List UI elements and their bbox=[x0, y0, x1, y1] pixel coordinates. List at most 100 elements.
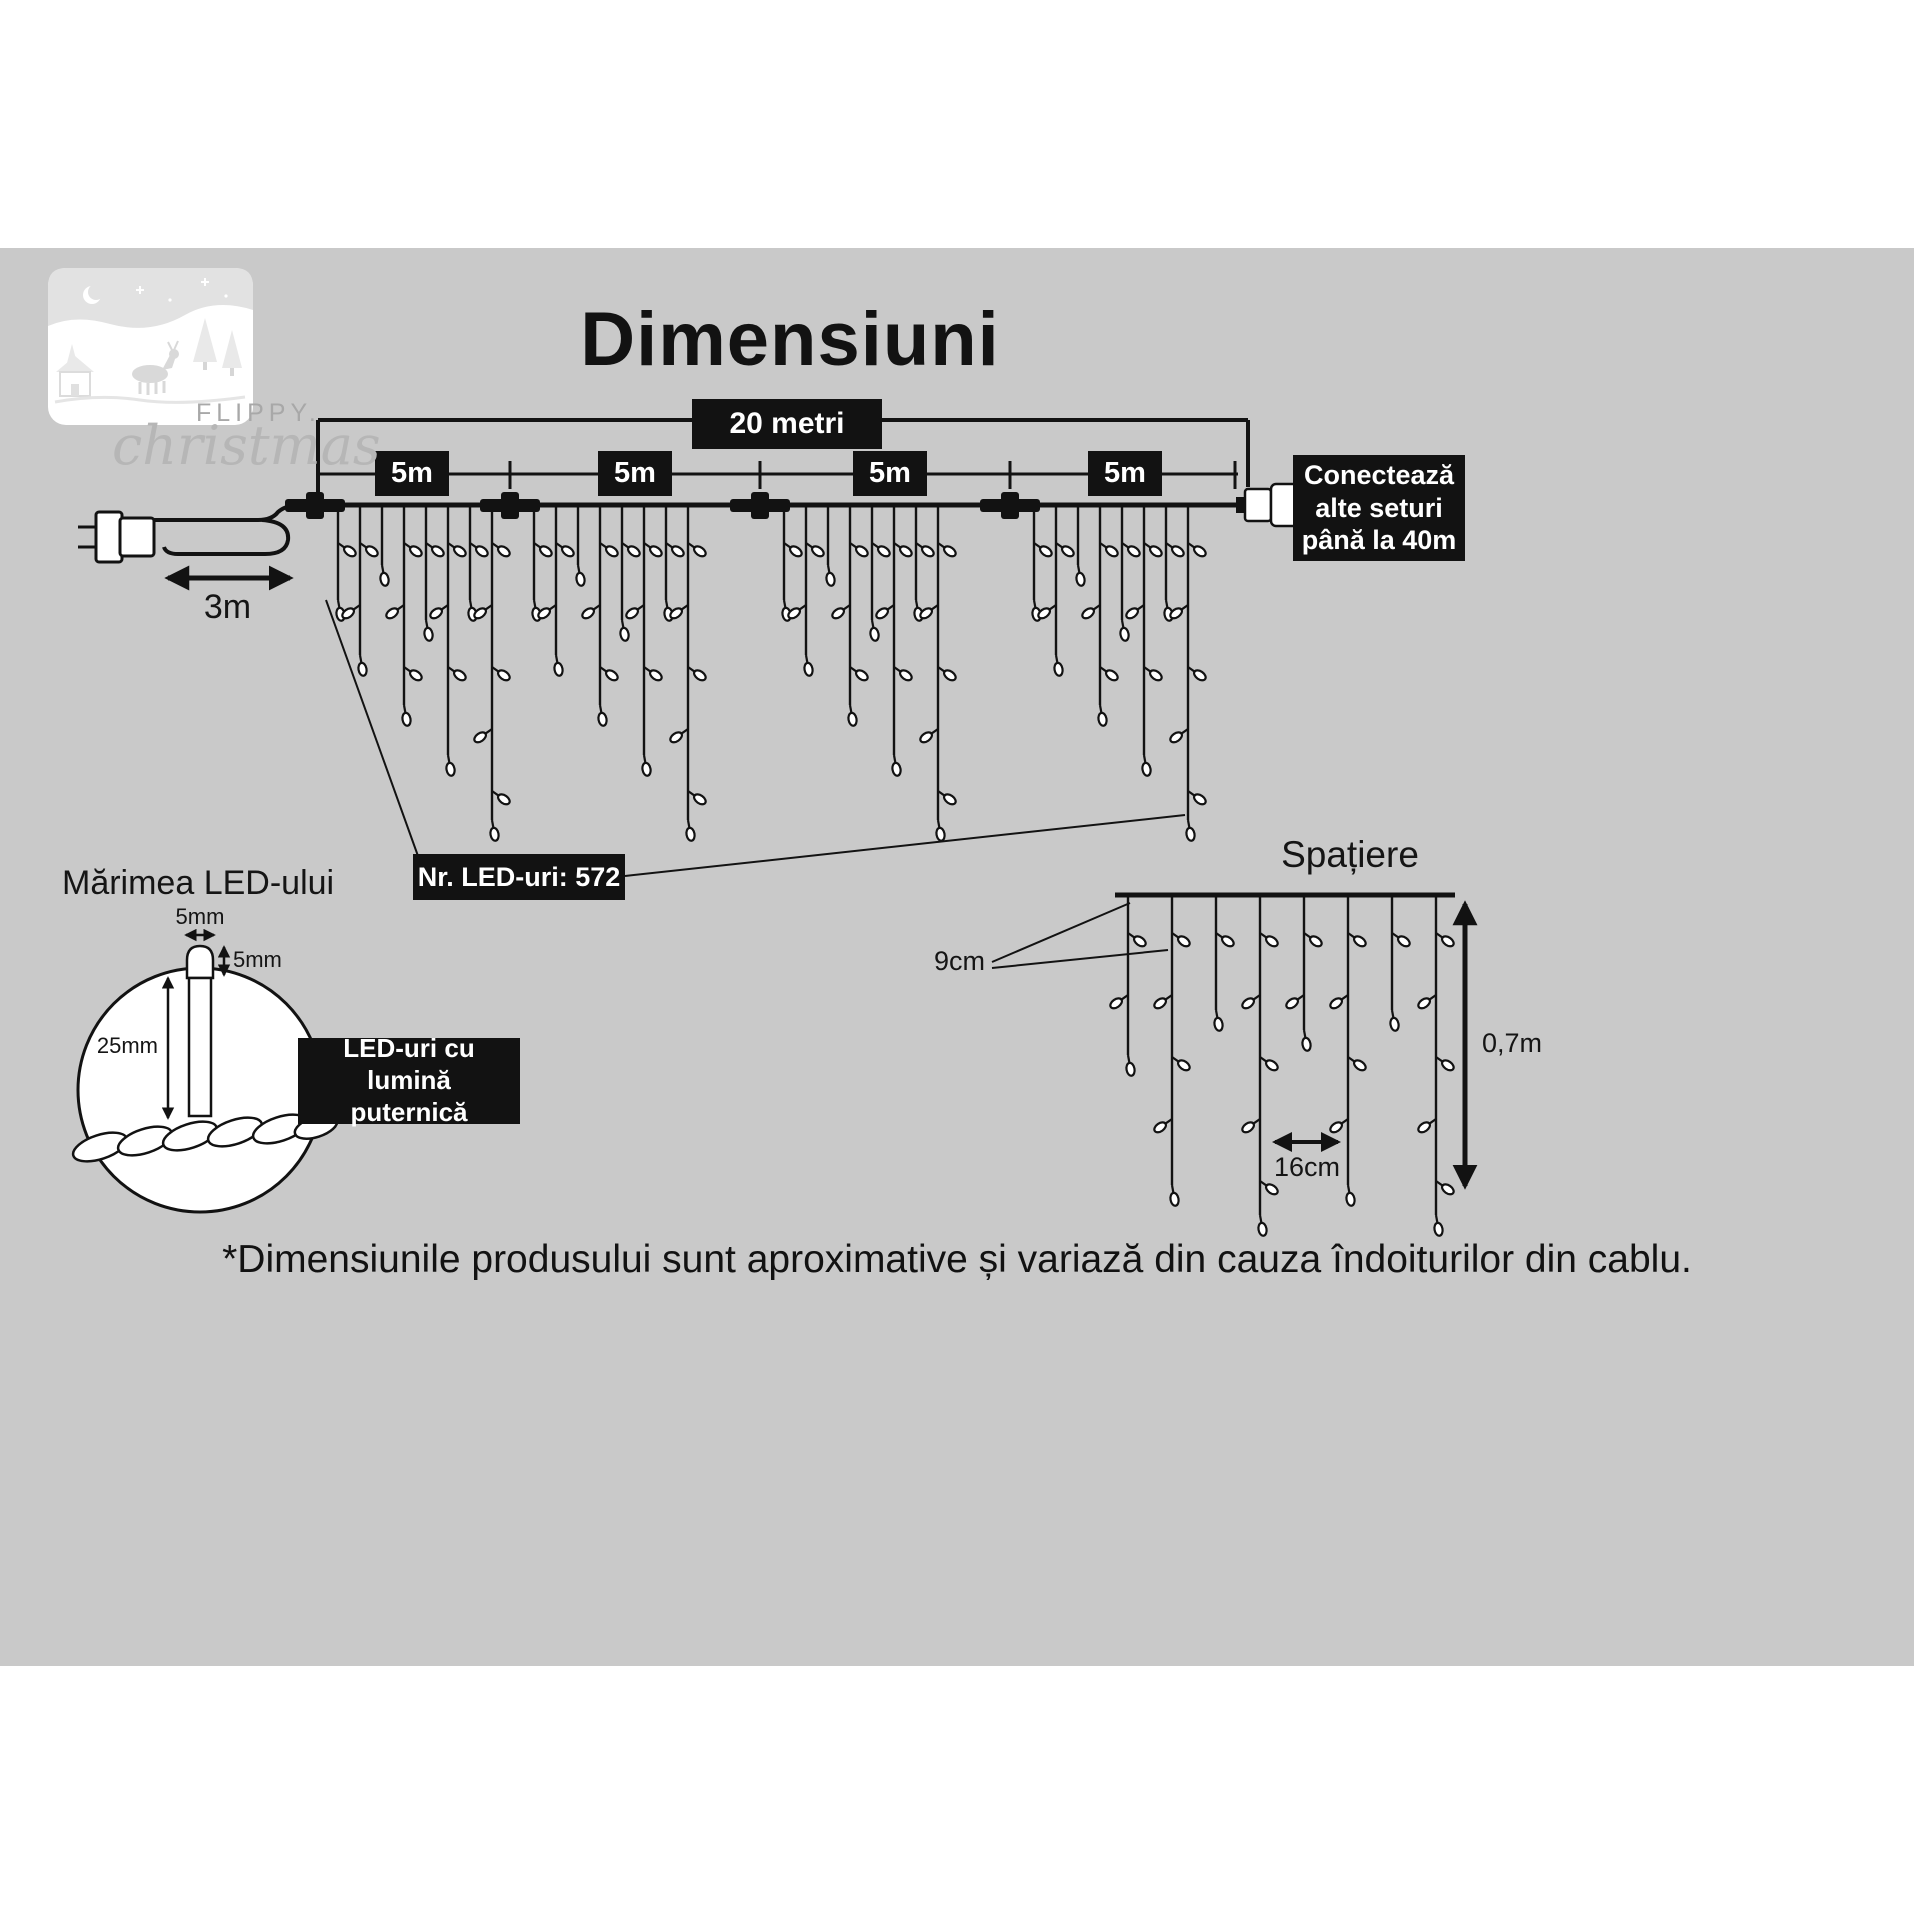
led-bulb bbox=[692, 793, 707, 806]
led-bulb bbox=[854, 669, 869, 682]
led-bulb bbox=[496, 669, 511, 682]
led-bulb bbox=[935, 826, 946, 842]
led-bulb bbox=[898, 545, 913, 558]
led-bulb bbox=[452, 669, 467, 682]
led-bulb bbox=[538, 545, 553, 558]
led-bulb bbox=[1169, 607, 1184, 620]
led-bulb bbox=[1153, 997, 1168, 1010]
led-bulb bbox=[1119, 626, 1130, 642]
led-bulb bbox=[641, 761, 652, 777]
led-bulb bbox=[1241, 997, 1256, 1010]
led-bulb bbox=[1308, 935, 1323, 948]
deer-legs bbox=[138, 381, 166, 395]
led-bulb-cap bbox=[185, 944, 215, 980]
segment-measure-line bbox=[318, 461, 1238, 489]
led-bulb bbox=[1192, 793, 1207, 806]
led-bulb bbox=[364, 545, 379, 558]
led-count-pointer-right bbox=[624, 814, 1186, 877]
led-bulb bbox=[942, 545, 957, 558]
tree-icon bbox=[222, 330, 242, 368]
led-bulb bbox=[473, 607, 488, 620]
led-bulb bbox=[357, 661, 368, 677]
led-bulb bbox=[648, 669, 663, 682]
adapter-socket bbox=[118, 516, 156, 558]
led-bulb bbox=[604, 669, 619, 682]
led-bulb bbox=[430, 545, 445, 558]
footnote-text: *Dimensiunile produsului sunt aproximati… bbox=[222, 1238, 1692, 1281]
led-bulb bbox=[1389, 1016, 1400, 1032]
led-bulb bbox=[408, 669, 423, 682]
connector-icon bbox=[751, 492, 769, 519]
spacing-heading: Spațiere bbox=[1281, 834, 1419, 875]
moon-shadow bbox=[88, 284, 104, 300]
led-bulb bbox=[1176, 1059, 1191, 1072]
led-note-line1: LED-uri cu lumină bbox=[343, 1033, 475, 1096]
spacing-annotations bbox=[991, 900, 1478, 1190]
led-bulb bbox=[787, 607, 802, 620]
led-bulb bbox=[825, 571, 836, 587]
tree-icon bbox=[193, 318, 217, 362]
led-bulb bbox=[1104, 669, 1119, 682]
led-bulb bbox=[1097, 711, 1108, 727]
led-bulb bbox=[619, 626, 630, 642]
led-note-line2: puternică bbox=[350, 1096, 468, 1127]
snow-ground bbox=[54, 395, 246, 404]
led-bulb bbox=[788, 545, 803, 558]
led-note-box: LED-uri cu lumină puternică bbox=[298, 1033, 520, 1127]
page-title: Dimensiuni bbox=[580, 297, 1000, 382]
led-bulb bbox=[1148, 669, 1163, 682]
connect-note-line1: Conectează bbox=[1303, 459, 1455, 490]
led-bulb bbox=[1126, 545, 1141, 558]
plug-prong bbox=[1236, 497, 1246, 513]
star-dot bbox=[224, 294, 228, 298]
lead-length-label: 3m bbox=[203, 588, 252, 626]
led-bulb bbox=[1352, 935, 1367, 948]
led-bulb bbox=[875, 607, 890, 620]
led-bulb bbox=[1285, 997, 1300, 1010]
led-bulb bbox=[869, 626, 880, 642]
led-bulb bbox=[1440, 935, 1455, 948]
lead-wire bbox=[154, 503, 315, 522]
house-door bbox=[71, 384, 79, 396]
led-bulb bbox=[385, 607, 400, 620]
led-bulb bbox=[1132, 935, 1147, 948]
deer-antlers bbox=[167, 340, 179, 351]
wire-connectors bbox=[285, 492, 1040, 519]
led-bulb bbox=[1417, 1121, 1432, 1134]
adapter-body bbox=[94, 510, 124, 564]
led-bulb bbox=[625, 607, 640, 620]
body-height-label: 25mm bbox=[96, 1033, 158, 1058]
segment-length-label: 5m bbox=[1088, 451, 1162, 496]
led-bulb bbox=[1053, 661, 1064, 677]
stars-icon bbox=[136, 278, 209, 294]
led-bulb bbox=[604, 545, 619, 558]
plug-body-small bbox=[1243, 487, 1273, 523]
led-bulb bbox=[1176, 935, 1191, 948]
led-bulb bbox=[1169, 731, 1184, 744]
cap-height-label: 5mm bbox=[233, 947, 282, 972]
led-bulb bbox=[341, 607, 356, 620]
led-bulb bbox=[379, 571, 390, 587]
led-bulb bbox=[1125, 1061, 1136, 1077]
led-bulb bbox=[803, 661, 814, 677]
led-bulb bbox=[1241, 1121, 1256, 1134]
led-bulb bbox=[648, 545, 663, 558]
led-count-pointer-left bbox=[325, 599, 419, 857]
led-bulb bbox=[423, 626, 434, 642]
led-bulb bbox=[597, 711, 608, 727]
led-bulb bbox=[1075, 571, 1086, 587]
led-bulb bbox=[1125, 607, 1140, 620]
icicle-lights bbox=[335, 505, 1207, 842]
led-bulb bbox=[1264, 1183, 1279, 1196]
led-body bbox=[187, 976, 213, 1118]
led-bulb bbox=[408, 545, 423, 558]
connect-note-line3: până la 40m bbox=[1301, 525, 1457, 556]
segment-length-label: 5m bbox=[598, 451, 672, 496]
brand-name: FLIPPY. bbox=[196, 399, 321, 427]
led-gap-pointer bbox=[991, 902, 1131, 963]
led-bulb bbox=[1264, 935, 1279, 948]
led-bulb bbox=[1440, 1183, 1455, 1196]
led-bulb bbox=[401, 711, 412, 727]
led-bulb bbox=[1170, 545, 1185, 558]
